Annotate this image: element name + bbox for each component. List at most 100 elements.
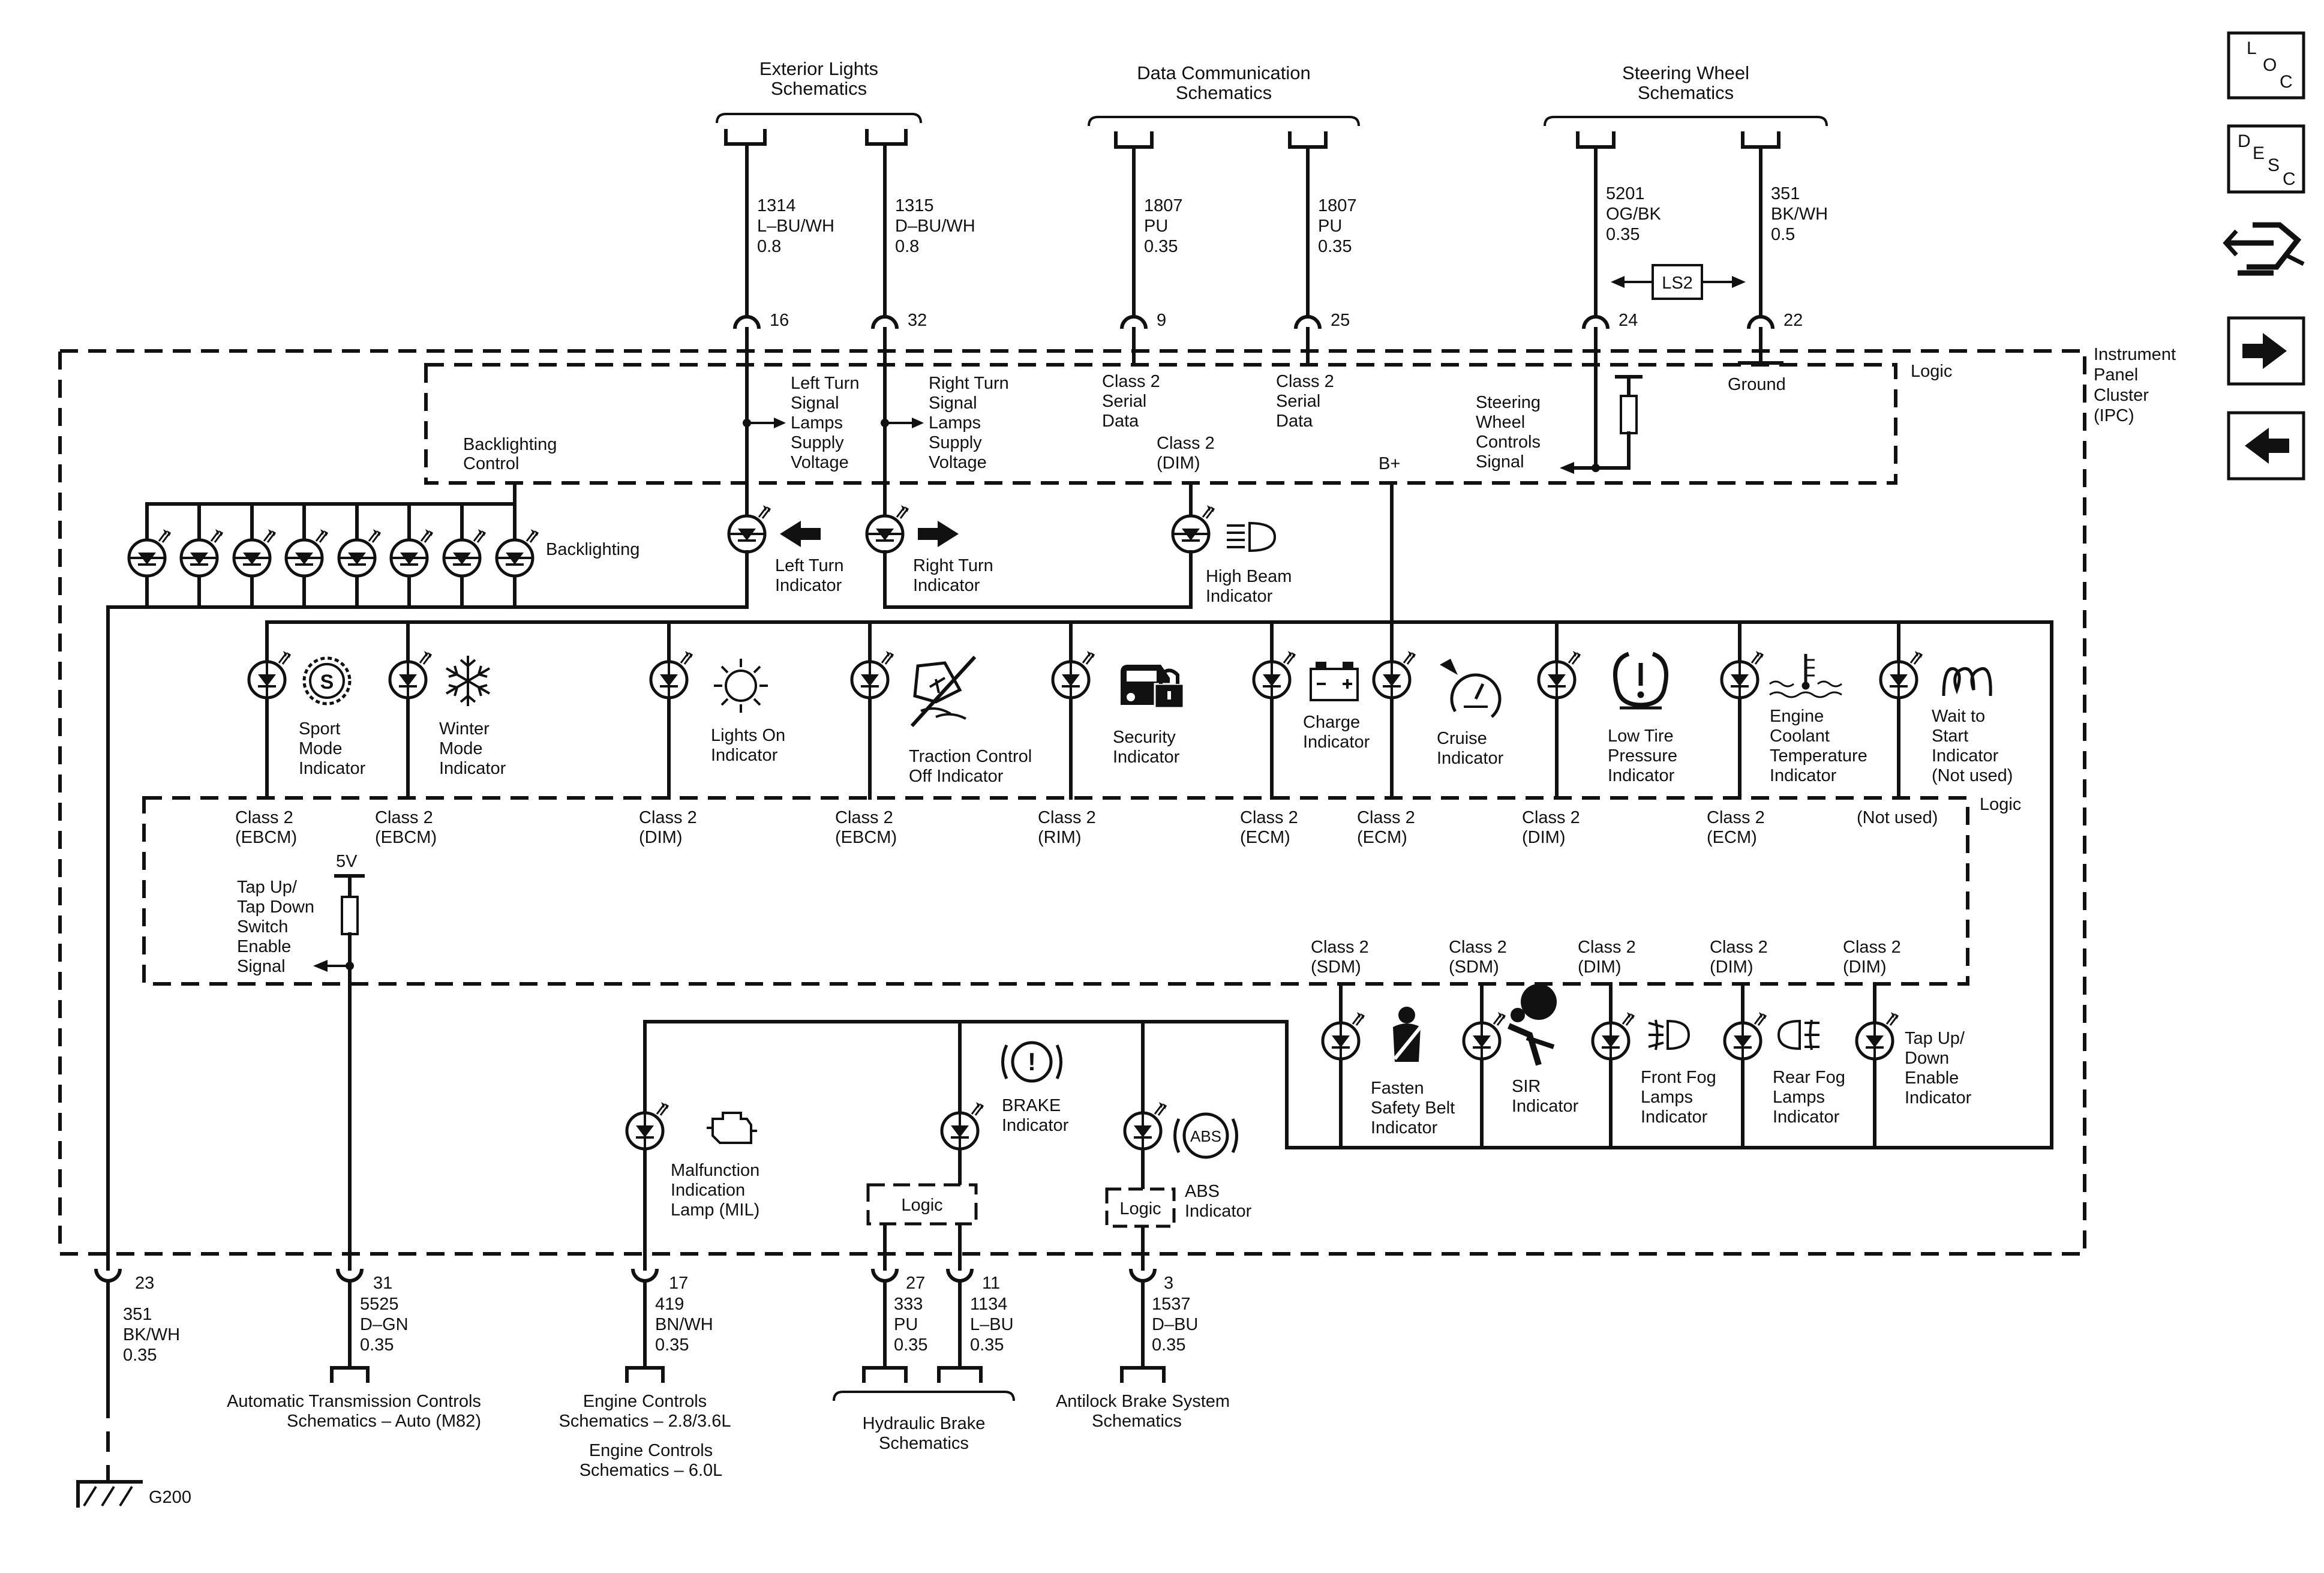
wire-color: BN/WH	[655, 1315, 713, 1334]
turn-supply-arrows	[743, 418, 924, 428]
header-exterior-lights[interactable]: Exterior Lights Schematics	[716, 58, 922, 124]
description-button[interactable]: D E S C	[2227, 124, 2305, 194]
class2-data-label: Data	[1102, 412, 1139, 431]
cruise-label: Indicator	[1437, 749, 1504, 768]
wire-1315: 1315 D–BU/WH 0.8 32	[895, 196, 975, 330]
wire-1314: 1314 L–BU/WH 0.8 16	[757, 196, 834, 330]
target-label: Engine Controls	[583, 1392, 707, 1411]
wire-color: D–BU	[1152, 1315, 1198, 1334]
row2-sources: Class 2 (SDM) Class 2 (SDM) Class 2 (DIM…	[1311, 938, 1901, 977]
cruise-icon	[1440, 659, 1502, 725]
abs-label: ABS	[1185, 1182, 1220, 1201]
right-turn-supply-label: Supply	[929, 433, 982, 452]
left-arrow-icon	[2245, 428, 2289, 464]
row2-labels: Fasten Safety Belt Indicator SIR Indicat…	[1371, 1029, 1972, 1137]
brake-label: BRAKE	[1002, 1096, 1061, 1115]
abs-logic-box: Logic	[1105, 1187, 1176, 1228]
source-label: (DIM)	[639, 828, 682, 847]
location-button[interactable]: L O C	[2227, 31, 2305, 100]
wire-color: OG/BK	[1606, 205, 1662, 224]
sport-mode-label: Sport	[299, 719, 340, 739]
next-page-button[interactable]	[2227, 316, 2305, 386]
source-label: (EBCM)	[375, 828, 437, 847]
circuit-number: 5525	[360, 1295, 399, 1314]
source-label: Class 2	[1707, 808, 1765, 827]
wire-size: 0.35	[1318, 237, 1352, 256]
pin-number: 16	[770, 311, 789, 330]
circuit-number: 1807	[1144, 196, 1183, 215]
security-label: Security	[1113, 728, 1176, 747]
class2-data-label: Serial	[1276, 392, 1320, 411]
traction-control-label: Off Indicator	[909, 767, 1004, 786]
source-label: Class 2	[1449, 938, 1507, 957]
mil-label: Indication	[671, 1181, 745, 1200]
wire-size: 0.35	[123, 1346, 157, 1365]
check-engine-icon	[707, 1112, 757, 1144]
rear-fog-icon	[1777, 1019, 1819, 1050]
wait-start-label: (Not used)	[1932, 766, 2013, 785]
wait-start-label: Wait to	[1932, 707, 1985, 726]
left-turn-supply-label: Lamps	[791, 413, 843, 433]
header-line: Schematics	[1176, 82, 1272, 103]
lights-on-label: Indicator	[711, 746, 778, 765]
target-automatic-transmission[interactable]: Automatic Transmission Controls Schemati…	[227, 1392, 481, 1431]
source-label: (RIM)	[1038, 828, 1081, 847]
diagnostic-tool-button[interactable]	[2223, 222, 2305, 276]
nav-letter: L	[2247, 38, 2257, 58]
seatbelt-label: Indicator	[1371, 1118, 1438, 1137]
pin-number: 31	[373, 1274, 392, 1293]
abs-label: Indicator	[1185, 1202, 1252, 1221]
abs-glyph: ABS	[1190, 1127, 1221, 1145]
tap-switch-voltage: 5V	[336, 852, 358, 871]
header-data-communication[interactable]: Data Communication Schematics	[1088, 62, 1360, 127]
right-turn-label: Indicator	[913, 576, 980, 595]
circuit-number: 351	[1771, 184, 1800, 203]
source-label: Class 2	[1311, 938, 1369, 957]
front-fog-label: Indicator	[1641, 1107, 1708, 1127]
backlighting-control-label: Backlighting	[463, 435, 557, 454]
target-hydraulic-brake[interactable]: Hydraulic Brake Schematics	[833, 1391, 1015, 1453]
sport-mode-icon: S	[302, 656, 352, 706]
left-turn-label: Indicator	[775, 576, 842, 595]
low-tire-label: Pressure	[1608, 746, 1677, 766]
tap-enable-label: Enable	[1905, 1068, 1959, 1088]
target-engine-controls[interactable]: Engine Controls Schematics – 2.8/3.6L En…	[559, 1392, 731, 1480]
tap-switch-label: Tap Down	[237, 897, 314, 917]
left-turn-label: Left Turn	[775, 556, 843, 575]
target-label: Antilock Brake System	[1056, 1392, 1230, 1411]
sport-mode-label: Indicator	[299, 759, 366, 778]
target-antilock-brake[interactable]: Antilock Brake System Schematics	[1056, 1392, 1230, 1431]
snowflake-icon	[445, 656, 491, 706]
cruise-label: Cruise	[1437, 729, 1487, 748]
left-turn-supply-label: Signal	[791, 394, 839, 413]
row1-drops	[265, 620, 1900, 800]
row2-wires	[643, 982, 2053, 1149]
circuit-number: 333	[894, 1295, 923, 1314]
wire-size: 0.35	[655, 1335, 689, 1355]
brake-glyph: !	[1028, 1047, 1036, 1076]
source-label: Class 2	[1240, 808, 1298, 827]
winter-mode-label: Mode	[439, 739, 483, 758]
left-turn-indicator: Left Turn Indicator	[729, 505, 843, 595]
header-steering-wheel[interactable]: Steering Wheel Schematics	[1544, 62, 1828, 127]
source-label: (DIM)	[1522, 828, 1565, 847]
nav-letter: C	[2280, 72, 2293, 92]
source-label: Class 2	[835, 808, 893, 827]
target-label: Hydraulic Brake	[863, 1414, 986, 1433]
pin-number: 24	[1619, 311, 1638, 330]
pin-number: 17	[669, 1274, 688, 1293]
sir-label: SIR	[1512, 1077, 1541, 1096]
lights-on-label: Lights On	[711, 726, 785, 745]
backlighting-bank: Backlighting	[129, 481, 639, 609]
coolant-label: Engine	[1770, 707, 1824, 726]
nav-letter: S	[2268, 155, 2280, 175]
high-beam-icon	[1227, 521, 1277, 553]
source-label: (Not used)	[1857, 808, 1938, 827]
pin-number: 27	[906, 1274, 925, 1293]
mil-label: Malfunction	[671, 1161, 759, 1180]
wire-color: BK/WH	[123, 1325, 180, 1344]
winter-mode-label: Indicator	[439, 759, 506, 778]
target-label: Schematics – 6.0L	[580, 1461, 723, 1480]
previous-page-button[interactable]	[2227, 411, 2305, 481]
